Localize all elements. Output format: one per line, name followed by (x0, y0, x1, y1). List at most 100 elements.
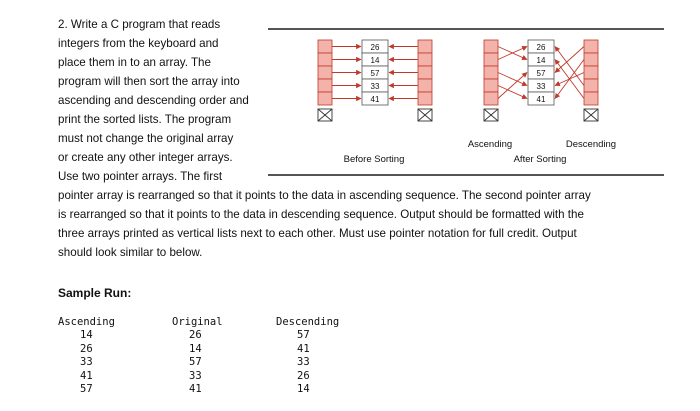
problem-line: 2. Write a C program that reads (58, 18, 221, 31)
null-cross (483, 108, 499, 122)
null-pointer-cell (483, 108, 499, 122)
pointer-cell (317, 65, 333, 80)
data-cell (361, 52, 389, 67)
null-cross (583, 108, 599, 122)
problem-line: should look similar to below. (58, 246, 203, 259)
column-value: 26 (189, 329, 202, 342)
caption-before: Before Sorting (344, 154, 405, 165)
pointer-cell (483, 39, 499, 54)
column-header: Descending (276, 316, 340, 328)
problem-line: program will then sort the array into (58, 75, 240, 88)
pointer-cell (483, 78, 499, 93)
pointer-cell (317, 91, 333, 106)
column-value: 57 (189, 356, 202, 369)
pointer-arrow (497, 72, 528, 99)
pointer-cell (483, 91, 499, 106)
column-value: 26 (80, 342, 93, 355)
data-cell-value: 14 (537, 56, 546, 65)
data-cell-value: 26 (537, 43, 546, 52)
pointer-cell (583, 65, 599, 80)
original-column: Original 26 14 57 33 41 (172, 316, 244, 396)
figure-top-rule (268, 28, 664, 30)
null-cross (483, 108, 499, 122)
column-value: 26 (297, 369, 310, 382)
data-cell-value: 33 (371, 82, 380, 91)
data-cell (527, 52, 555, 67)
data-cell (361, 65, 389, 80)
problem-line: ascending and descending order and (58, 94, 249, 107)
data-cell (361, 39, 389, 54)
column-value: 14 (80, 329, 93, 342)
pointer-arrow (497, 72, 528, 86)
pointer-array-left (317, 39, 333, 122)
column-header: Ascending (58, 316, 115, 328)
column-value: 14 (297, 383, 310, 396)
label-ascending: Ascending (468, 139, 512, 150)
caption-after: After Sorting (514, 154, 567, 165)
data-cell-value: 33 (537, 82, 546, 91)
data-cell (527, 91, 555, 106)
pointer-array-ascending (483, 39, 499, 122)
problem-line: Use two pointer arrays. The first (58, 170, 223, 183)
null-cross (317, 108, 333, 122)
data-cell-value: 14 (371, 56, 380, 65)
column-value: 14 (189, 342, 202, 355)
pointer-cell (417, 91, 433, 106)
null-cross (583, 108, 599, 122)
column-value: 33 (80, 356, 93, 369)
data-cell (361, 78, 389, 93)
pointer-arrow (497, 46, 528, 60)
pointer-cell (317, 78, 333, 93)
problem-line: pointer array is rearranged so that it p… (58, 189, 591, 202)
data-cell-value: 57 (371, 69, 380, 78)
pointer-arrow (554, 72, 585, 86)
pointer-cell (317, 52, 333, 67)
column-value: 57 (80, 383, 93, 396)
data-cell-value: 41 (371, 95, 380, 104)
sample-run-heading: Sample Run: (58, 286, 132, 300)
column-value: 57 (297, 329, 310, 342)
column-value: 41 (189, 383, 202, 396)
pointer-cell (583, 52, 599, 67)
pointer-arrow (554, 59, 585, 99)
problem-line: must not change the original array (58, 132, 234, 145)
data-cell (527, 78, 555, 93)
pointer-cell (317, 39, 333, 54)
pointer-arrow (497, 85, 528, 99)
pointer-arrow (497, 46, 528, 60)
problem-line: print the sorted lists. The program (58, 113, 232, 126)
null-pointer-cell (417, 108, 433, 122)
data-cell-value: 57 (537, 69, 546, 78)
pointer-cell (583, 39, 599, 54)
problem-line: is rearranged so that it points to the d… (58, 208, 584, 221)
pointer-arrow (554, 46, 585, 73)
figure-bottom-rule (268, 174, 664, 176)
data-array: 26 14 57 33 41 (361, 39, 389, 106)
descending-column: Descending 57 41 33 26 14 (276, 316, 356, 396)
pointer-cell (583, 91, 599, 106)
pointer-array-right (417, 39, 433, 122)
column-header: Original (172, 316, 223, 328)
pointer-cell (417, 78, 433, 93)
data-cell-value: 26 (371, 43, 380, 52)
problem-line: three arrays printed as vertical lists n… (58, 227, 577, 240)
data-cell (527, 39, 555, 54)
data-cell (361, 91, 389, 106)
pointer-cell (583, 78, 599, 93)
column-value: 41 (297, 342, 310, 355)
null-cross (417, 108, 433, 122)
pointer-array-descending (583, 39, 599, 122)
pointer-cell (483, 65, 499, 80)
pointer-cell (417, 39, 433, 54)
label-descending: Descending (566, 139, 616, 150)
pointer-cell (417, 52, 433, 67)
null-pointer-cell (317, 108, 333, 122)
pointer-cell (417, 65, 433, 80)
problem-line: integers from the keyboard and (58, 37, 219, 50)
pointer-arrow (554, 46, 585, 86)
pointer-arrow (554, 59, 585, 99)
column-value: 33 (297, 356, 310, 369)
pointer-cell (483, 52, 499, 67)
column-value: 33 (189, 369, 202, 382)
